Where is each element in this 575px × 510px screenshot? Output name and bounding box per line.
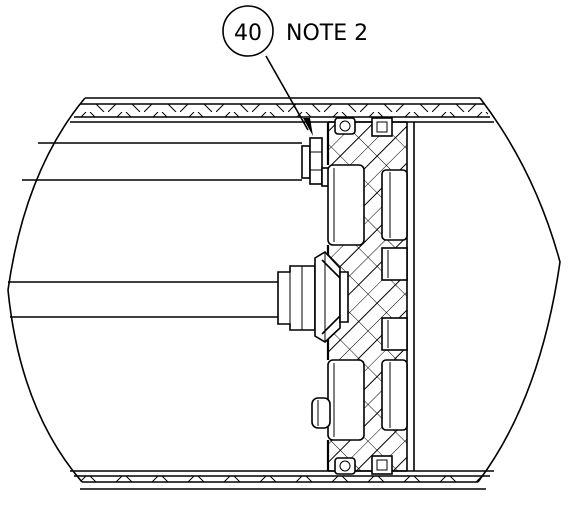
end-plate bbox=[406, 122, 415, 471]
block-pockets bbox=[381, 169, 408, 431]
leader-line bbox=[265, 55, 313, 136]
note-text: NOTE 2 bbox=[286, 21, 368, 46]
outer-break-line bbox=[7, 97, 86, 483]
callout-balloon: 40 bbox=[222, 5, 274, 57]
upper-rod bbox=[22, 137, 365, 246]
seal-grooves bbox=[334, 117, 393, 475]
bottom-wall bbox=[70, 470, 494, 490]
outer-break-line-right bbox=[477, 97, 561, 483]
lower-boss bbox=[311, 359, 365, 441]
balloon-number: 40 bbox=[234, 21, 262, 46]
center-rod bbox=[8, 250, 349, 343]
top-wall bbox=[70, 97, 494, 123]
